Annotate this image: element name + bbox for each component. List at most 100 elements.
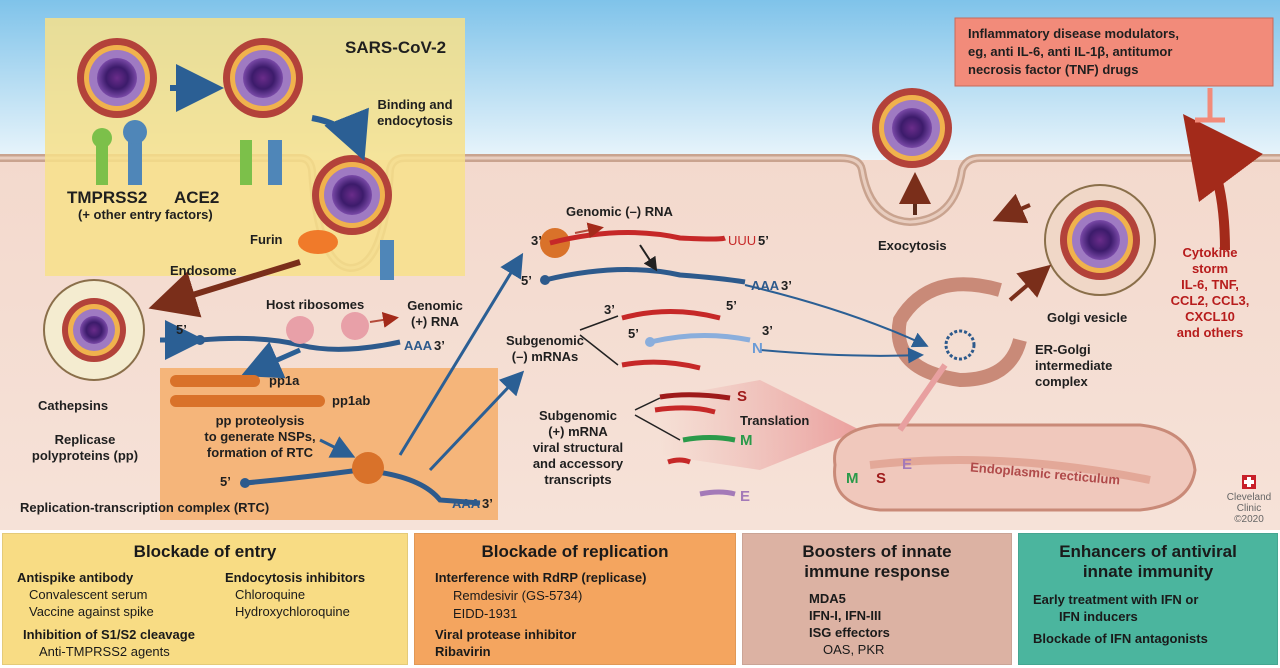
replicase-label-2: polyproteins (pp) [31,448,139,463]
clinic-label-2: Clinic [1236,503,1262,514]
panel-blockade-of-entry: Blockade of entry Antispike antibody Con… [2,533,408,665]
panel-line: Anti-TMPRSS2 agents [39,644,170,659]
ergic-label-2: intermediate [1035,358,1113,373]
pp1a-label: pp1a [269,373,300,388]
cytokine-label-1: Cytokine [1182,245,1238,260]
cytokine-label-4: CCL2, CCL3, [1170,293,1250,308]
five-prime-label: 5’ [758,233,769,248]
panel-line: Inhibition of S1/S2 cleavage [23,627,195,642]
diagram-canvas [0,0,1280,530]
panel-line: Blockade of IFN antagonists [1033,631,1208,646]
binding-label-1: Binding and [377,97,453,112]
m-protein-label: M [846,470,859,487]
panel-line: Remdesivir (GS-5734) [453,588,583,603]
virus-icon [223,38,303,118]
aaa-label: AAA [452,496,481,511]
five-prime-label: 5’ [176,322,187,337]
cytokine-label-3: IL-6, TNF, [1181,277,1239,292]
panel-line: EIDD-1931 [453,606,518,621]
panel-line: Antispike antibody [17,570,134,585]
tmprss2-label: TMPRSS2 [67,188,148,207]
clinic-label-3: ©2020 [1234,514,1264,525]
panel-line: Viral protease inhibitor [435,627,577,642]
arrow [148,259,301,318]
pp1ab-bar [170,395,325,407]
translation-arrow [660,380,860,470]
uuu-label: UUU [728,233,757,248]
golgi-label: Golgi vesicle [1047,310,1128,325]
proteolysis-label-2: to generate NSPs, [204,429,316,444]
subgenomic-plus-label-5: transcripts [544,472,612,487]
panel-boosters: Boosters of innate immune response MDA5 … [742,533,1012,665]
cleveland-clinic-logo-icon [1242,475,1256,489]
subgenomic-plus-label-1: Subgenomic [538,408,617,423]
modulators-label-1: Inflammatory disease modulators, [968,26,1179,41]
virus-icon [43,279,145,381]
five-prime-label: 5’ [220,474,231,489]
rtc-label: Replication-transcription complex (RTC) [20,500,270,515]
five-prime-label: 5’ [521,273,532,288]
subgenomic-plus-label-4: and accessory [532,456,624,471]
three-prime-label: 3’ [604,302,615,317]
three-prime-label: 3’ [762,323,773,338]
cathepsins-label: Cathepsins [38,398,109,413]
bound-receptor-icon [240,140,282,185]
proteolysis-label-1: pp proteolysis [215,413,305,428]
furin-icon [298,230,394,280]
translation-label: Translation [740,413,810,428]
cytokine-label-6: and others [1176,325,1244,340]
panel-line: Ribavirin [435,644,491,659]
three-prime-label: 3’ [781,278,792,293]
panel-title: Blockade of entry [133,542,277,561]
panel-title-1: Boosters of innate [802,542,952,561]
panel-blockade-of-replication: Blockade of replication Interference wit… [414,533,736,665]
sars-cov-2-lifecycle-diagram: SARS-CoV-2 Binding and endocytosis TMPRS… [0,0,1280,530]
panel-title-2: innate immunity [1082,562,1214,581]
ergic-label-3: complex [1035,374,1088,389]
panel-enhancers: Enhancers of antiviral innate immunity E… [1018,533,1278,665]
panel-line: Chloroquine [235,587,306,602]
m-protein-label: M [740,432,753,449]
arrow [311,107,369,162]
tmprss2-receptor-icon [92,128,112,185]
inhibition-icon [1195,88,1225,123]
virus-icon [312,155,392,235]
panel-line: IFN-I, IFN-III [809,608,882,623]
genomic-minus-label: Genomic (–) RNA [566,204,673,219]
three-prime-label: 3’ [531,233,542,248]
replicase-label-1: Replicase [54,432,116,447]
endoplasmic-reticulum [833,423,1197,512]
ergic-label-1: ER-Golgi [1035,342,1091,357]
three-prime-label: 3’ [482,496,493,511]
five-prime-label: 5’ [726,298,737,313]
virus-icon [1044,184,1156,296]
panel-line: Endocytosis inhibitors [225,570,366,585]
panel-title: Blockade of replication [481,542,669,561]
host-ribosomes-label: Host ribosomes [266,297,365,312]
modulators-label-3: necrosis factor (TNF) drugs [968,62,1139,77]
ergic-complex [891,277,1027,388]
genomic-plus-label-2: (+) RNA [410,314,460,329]
subgenomic-plus-label-2: (+) mRNA [548,424,608,439]
exocytosis-label: Exocytosis [878,238,947,253]
panel-line: Convalescent serum [29,587,148,602]
cytokine-label-2: storm [1191,261,1229,276]
aaa-label: AAA [751,278,780,293]
treatment-panels: Blockade of entry Antispike antibody Con… [0,530,1280,668]
cytokine-arrow [1183,113,1263,251]
subgenomic-plus-label-3: viral structural [532,440,624,455]
virus-label: SARS-CoV-2 [345,38,447,57]
panel-line: IFN inducers [1059,609,1138,624]
binding-label-2: endocytosis [377,113,453,128]
modulators-label-2: eg, anti IL-6, anti IL-1β, antitumor [968,44,1173,59]
genomic-plus-rna [199,335,401,352]
genomic-plus-label-1: Genomic [407,298,463,313]
other-entry-label: (+ other entry factors) [78,207,213,222]
panel-line: OAS, PKR [823,642,885,657]
modulator-box [954,17,1274,87]
panel-title-2: immune response [804,562,950,581]
furin-label: Furin [250,232,283,247]
panel-line: ISG effectors [809,625,890,640]
s-protein-label: S [876,470,887,487]
e-protein-label: E [740,488,751,505]
